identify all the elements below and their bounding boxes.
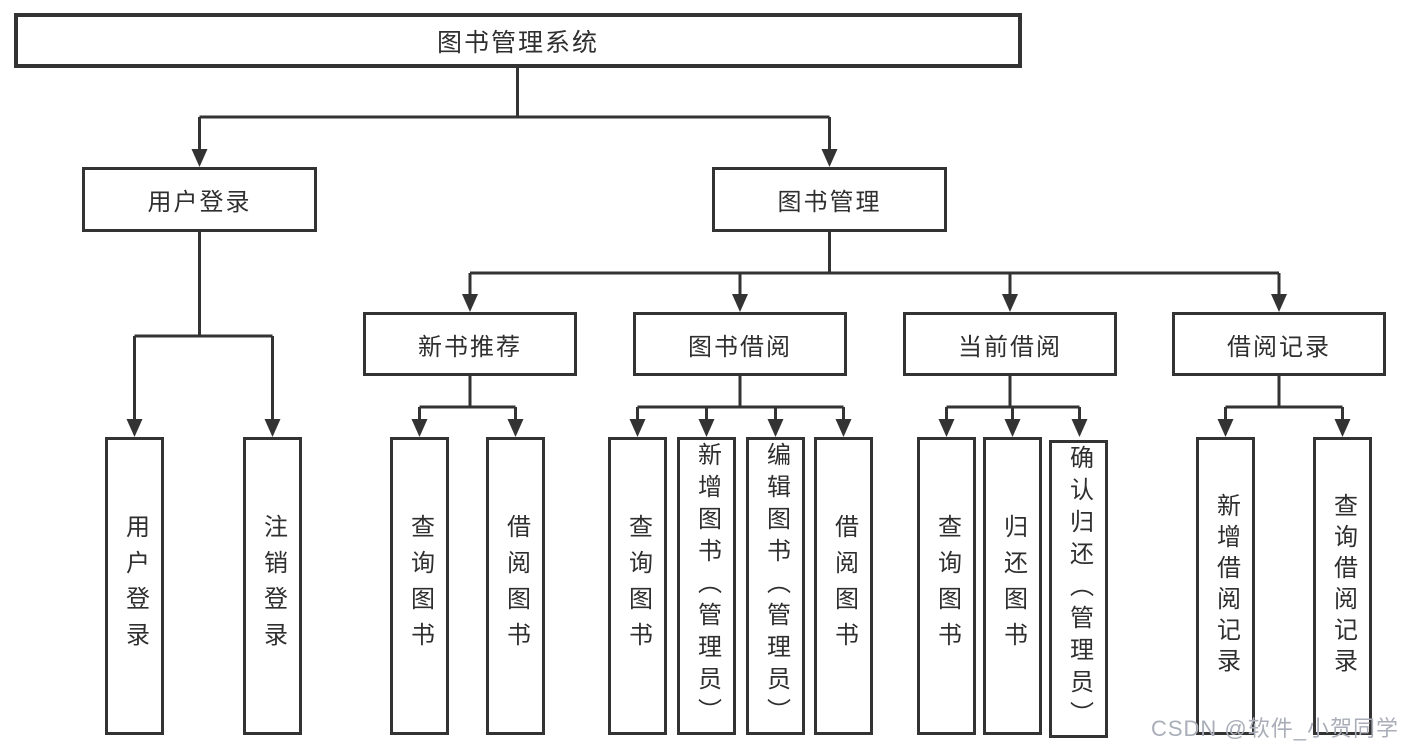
node-user-login-label: 用户登录 bbox=[147, 189, 252, 216]
leaf-current-return-book: 归还图书 bbox=[983, 437, 1042, 735]
leaf-borrow-add-book-admin: 新增图书（管理员） bbox=[677, 437, 736, 735]
node-current-borrow: 当前借阅 bbox=[903, 312, 1117, 376]
node-library-system-label: 图书管理系统 bbox=[436, 28, 599, 57]
leaf-recommend-query-book: 查询图书 bbox=[390, 437, 449, 735]
node-current-borrow-label: 当前借阅 bbox=[958, 333, 1062, 361]
node-new-book-recommend-label: 新书推荐 bbox=[418, 333, 522, 361]
leaf-borrow-add-book-admin-label: 新增图书（管理员） bbox=[693, 442, 721, 730]
leaf-records-query-record-label: 查询借阅记录 bbox=[1329, 493, 1357, 679]
leaf-recommend-query-book-label: 查询图书 bbox=[406, 514, 434, 658]
node-borrow-records-label: 借阅记录 bbox=[1227, 333, 1331, 361]
leaf-records-query-record: 查询借阅记录 bbox=[1313, 437, 1372, 735]
leaf-borrow-query-book-label: 查询图书 bbox=[624, 514, 652, 658]
node-library-system: 图书管理系统 bbox=[14, 13, 1022, 68]
leaf-records-add-record: 新增借阅记录 bbox=[1196, 437, 1255, 735]
node-book-management-label: 图书管理 bbox=[777, 189, 882, 216]
leaf-recommend-borrow-book: 借阅图书 bbox=[486, 437, 545, 735]
node-new-book-recommend: 新书推荐 bbox=[363, 312, 577, 376]
leaf-current-confirm-return-admin-label: 确认归还（管理员） bbox=[1065, 445, 1093, 733]
leaf-user-login: 用户登录 bbox=[105, 437, 164, 735]
leaf-current-query-book-label: 查询图书 bbox=[933, 514, 961, 658]
node-book-borrow-label: 图书借阅 bbox=[688, 333, 792, 361]
leaf-borrow-query-book: 查询图书 bbox=[608, 437, 667, 735]
node-book-management: 图书管理 bbox=[712, 167, 947, 232]
leaf-user-login-label: 用户登录 bbox=[121, 514, 149, 658]
leaf-records-add-record-label: 新增借阅记录 bbox=[1212, 493, 1240, 679]
leaf-borrow-borrow-book-label: 借阅图书 bbox=[830, 514, 858, 658]
arrowheads bbox=[126, 149, 1351, 437]
leaf-borrow-edit-book-admin-label: 编辑图书（管理员） bbox=[762, 442, 790, 730]
node-book-borrow: 图书借阅 bbox=[633, 312, 847, 376]
leaf-borrow-borrow-book: 借阅图书 bbox=[814, 437, 873, 735]
leaf-logout-login-label: 注销登录 bbox=[259, 514, 287, 658]
leaf-recommend-borrow-book-label: 借阅图书 bbox=[502, 514, 530, 658]
node-borrow-records: 借阅记录 bbox=[1172, 312, 1386, 376]
leaf-borrow-edit-book-admin: 编辑图书（管理员） bbox=[746, 437, 805, 735]
leaf-current-return-book-label: 归还图书 bbox=[999, 514, 1027, 658]
leaf-current-confirm-return-admin: 确认归还（管理员） bbox=[1049, 440, 1108, 738]
leaf-logout-login: 注销登录 bbox=[243, 437, 302, 735]
node-user-login: 用户登录 bbox=[82, 167, 317, 232]
leaf-current-query-book: 查询图书 bbox=[917, 437, 976, 735]
